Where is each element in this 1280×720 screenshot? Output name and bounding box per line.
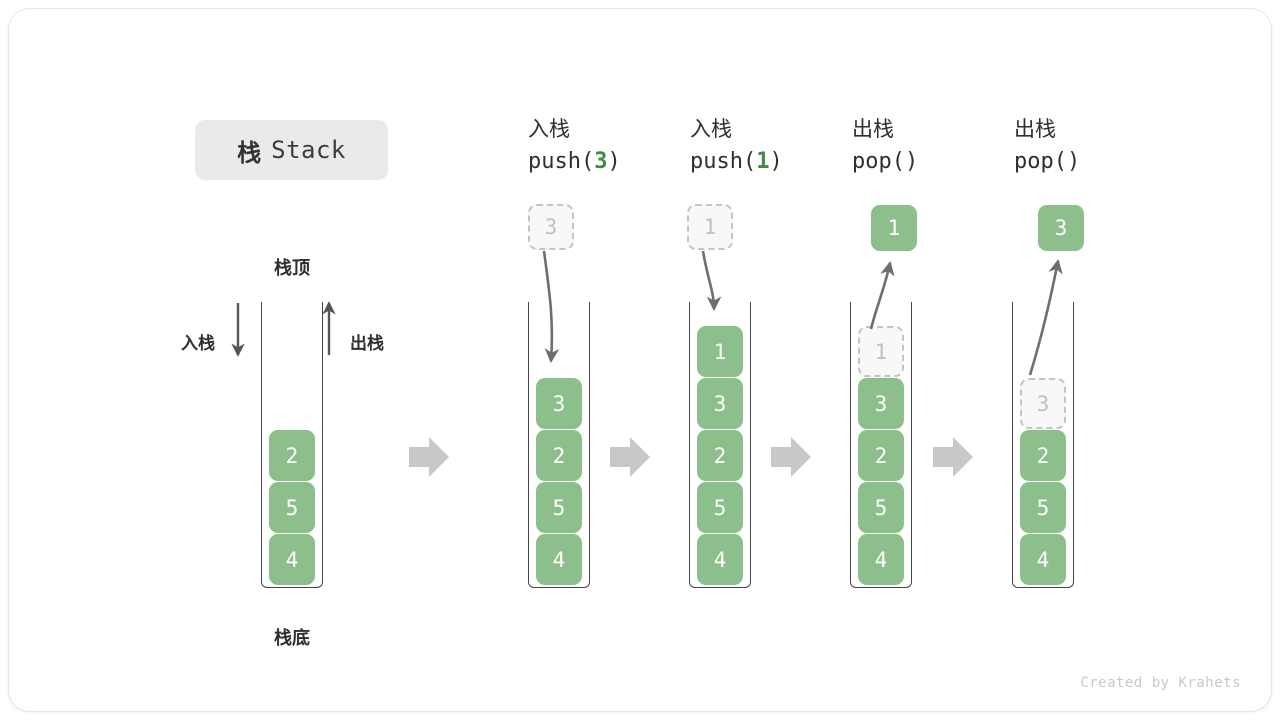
stack-cell: 3 [697,378,743,429]
stack-cell: 5 [536,482,582,533]
stack-cell: 4 [697,534,743,585]
step-op-code: pop() [852,145,1022,179]
step-op-cn: 出栈 [1014,118,1056,141]
push-side-label: 入栈 [181,334,215,353]
stack-cell: 4 [269,534,315,585]
diagram-title-chip: 栈 Stack [195,120,388,180]
push-1-arrow [701,250,722,312]
code-prefix: pop( [852,149,905,174]
stack-bottom-label: 栈底 [274,628,310,648]
stack-cell-ghost: 1 [858,326,904,377]
step-op-cn: 入栈 [690,118,732,141]
step-header-pop-1: 出栈 pop() [852,115,1022,179]
title-cn: 栈 [237,139,262,167]
stack-container-pop-3 [1012,302,1074,588]
step-op-code: pop() [1014,145,1184,179]
popped-value-box: 3 [1038,205,1084,251]
popped-value-box: 1 [871,205,917,251]
stack-cell: 5 [697,482,743,533]
footer-credit: Created by Krahets [1080,675,1241,691]
stack-cell: 2 [697,430,743,481]
stack-cell: 2 [536,430,582,481]
stack-container-pop-1 [850,302,912,588]
code-suffix: ) [1066,149,1081,174]
stack-cell-ghost: 3 [1020,378,1066,429]
code-prefix: push( [528,149,595,174]
stack-cell: 2 [269,430,315,481]
stack-container-initial [261,302,323,588]
pop-side-label: 出栈 [350,334,384,353]
stack-top-label: 栈顶 [274,258,310,278]
stack-cell: 4 [1020,534,1066,585]
stack-cell: 2 [858,430,904,481]
step-arrow-2 [610,437,650,477]
stack-cell: 3 [536,378,582,429]
diagram-card: 栈 Stack 栈顶 入栈 出栈 2 5 4 栈底 入栈 push(3) 3 3… [8,8,1272,712]
stack-container-push-3 [528,302,590,588]
step-op-code: push(1) [690,145,860,179]
step-arrow-1 [409,437,449,477]
stack-cell: 5 [269,482,315,533]
code-suffix: ) [607,149,621,174]
stack-cell: 4 [858,534,904,585]
stack-cell: 5 [858,482,904,533]
code-suffix: ) [769,149,783,174]
step-op-cn: 出栈 [852,118,894,141]
stack-cell: 5 [1020,482,1066,533]
step-header-push-3: 入栈 push(3) [528,115,698,179]
code-prefix: push( [690,149,757,174]
incoming-value-box: 3 [528,204,574,250]
code-prefix: pop( [1014,149,1067,174]
step-op-cn: 入栈 [528,118,570,141]
step-op-code: push(3) [528,145,698,179]
stack-cell: 4 [536,534,582,585]
incoming-value-box: 1 [687,204,733,250]
step-arrow-4 [933,437,973,477]
code-arg: 1 [756,149,770,174]
step-header-pop-3: 出栈 pop() [1014,115,1184,179]
stack-cell: 2 [1020,430,1066,481]
step-arrow-3 [771,437,811,477]
stack-container-push-1 [689,302,751,588]
step-header-push-1: 入栈 push(1) [690,115,860,179]
code-suffix: ) [904,149,919,174]
stack-cell: 3 [858,378,904,429]
code-arg: 3 [594,149,608,174]
stack-cell: 1 [697,326,743,377]
title-en: Stack [271,136,346,164]
